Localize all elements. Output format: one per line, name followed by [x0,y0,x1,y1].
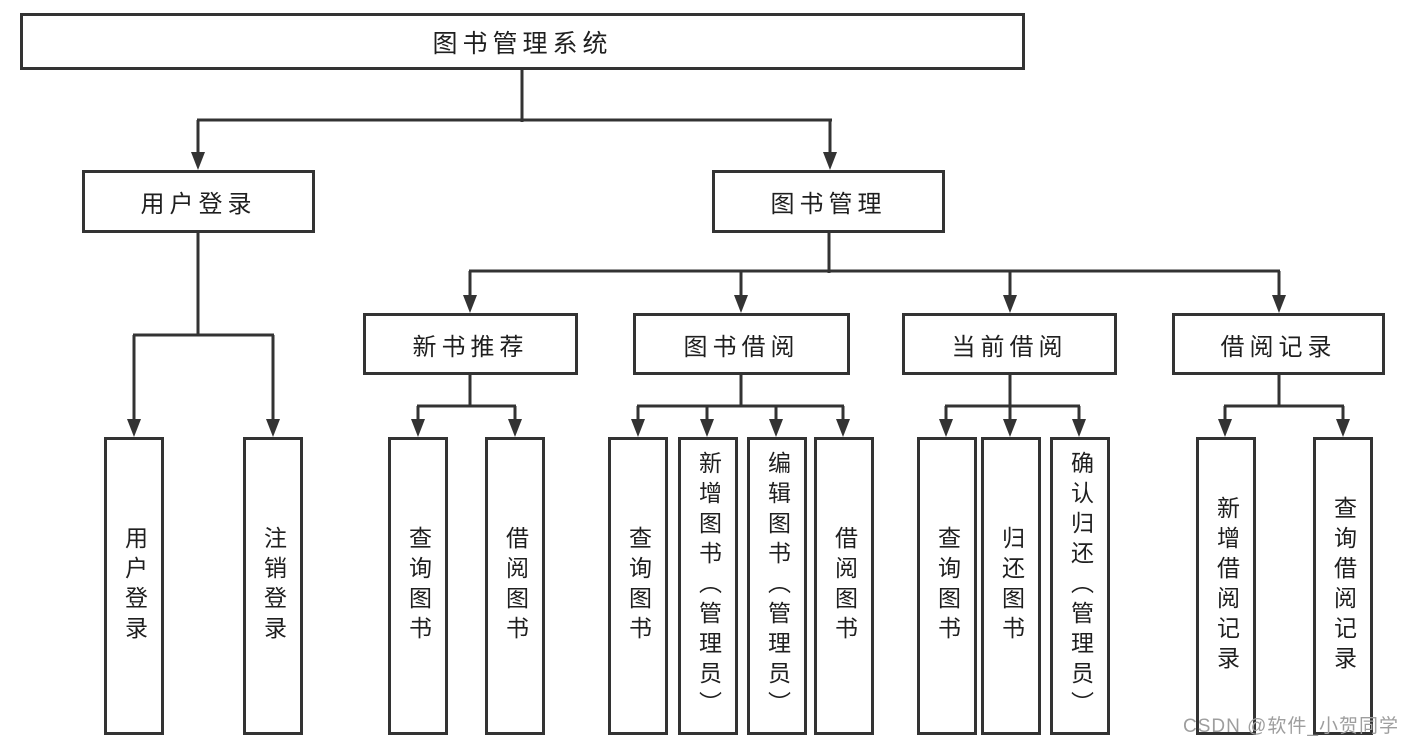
node-label: 图书借阅 [683,333,800,361]
arrowhead-icon [191,152,205,170]
arrowhead-icon [769,419,783,437]
leaf-add-books-admin: 新增图书（管理员） [678,437,738,735]
leaf-label: 确认归还（管理员） [1067,451,1094,721]
arrowhead-icon [1003,295,1017,313]
leaf-label: 注销登录 [260,526,287,646]
node-borrow-records: 借阅记录 [1172,313,1385,375]
leaf-label: 借阅图书 [502,526,529,646]
leaf-confirm-return-admin: 确认归还（管理员） [1050,437,1110,735]
node-book-borrow: 图书借阅 [633,313,850,375]
watermark: CSDN @软件_小贺同学 [1183,716,1399,737]
node-current-borrow: 当前借阅 [902,313,1117,375]
node-label: 当前借阅 [951,333,1068,361]
arrowhead-icon [1003,419,1017,437]
leaf-label: 归还图书 [998,526,1025,646]
leaf-edit-books-admin: 编辑图书（管理员） [747,437,807,735]
leaf-label: 用户登录 [121,526,148,646]
arrowhead-icon [1218,419,1232,437]
arrowhead-icon [411,419,425,437]
arrowhead-icon [463,295,477,313]
leaf-borrow-books: 借阅图书 [485,437,545,735]
leaf-query-books: 查询图书 [388,437,448,735]
leaf-query-borrow-record: 查询借阅记录 [1313,437,1373,735]
arrowhead-icon [939,419,953,437]
node-library-management-system: 图书管理系统 [20,13,1025,70]
node-label: 新书推荐 [412,333,529,361]
node-label: 图书管理系统 [432,29,613,58]
node-new-book-recommend: 新书推荐 [363,313,578,375]
leaf-user-login: 用户登录 [104,437,164,735]
arrowhead-icon [734,295,748,313]
arrowhead-icon [1272,295,1286,313]
leaf-query-books: 查询图书 [608,437,668,735]
leaf-return-books: 归还图书 [981,437,1041,735]
arrowhead-icon [836,419,850,437]
leaf-logout: 注销登录 [243,437,303,735]
leaf-label: 新增借阅记录 [1213,496,1240,676]
arrowhead-icon [823,152,837,170]
leaf-label: 编辑图书（管理员） [764,451,791,721]
arrowhead-icon [266,419,280,437]
arrowhead-icon [127,419,141,437]
leaf-label: 查询借阅记录 [1330,496,1357,676]
leaf-label: 查询图书 [405,526,432,646]
node-book-management: 图书管理 [712,170,945,233]
node-label: 用户登录 [140,191,257,218]
arrowhead-icon [1336,419,1350,437]
node-user-login: 用户登录 [82,170,315,233]
leaf-borrow-books: 借阅图书 [814,437,874,735]
leaf-query-books: 查询图书 [917,437,977,735]
leaf-label: 借阅图书 [831,526,858,646]
node-label: 图书管理 [770,191,887,218]
arrowhead-icon [700,419,714,437]
node-label: 借阅记录 [1220,333,1337,361]
arrowhead-icon [631,419,645,437]
leaf-label: 查询图书 [934,526,961,646]
leaf-label: 查询图书 [625,526,652,646]
arrowhead-icon [1072,419,1086,437]
arrowhead-icon [508,419,522,437]
leaf-label: 新增图书（管理员） [695,451,722,721]
leaf-add-borrow-record: 新增借阅记录 [1196,437,1256,735]
